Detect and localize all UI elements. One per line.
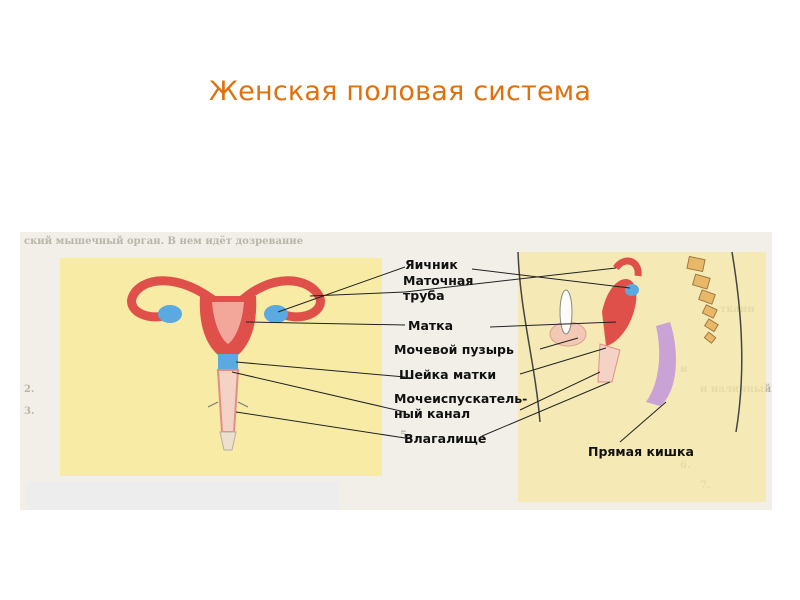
- sagittal-view: [517, 251, 743, 433]
- spine: [686, 255, 719, 344]
- label-urethra-line1: Мочеиспускатель-: [394, 391, 527, 406]
- body-outline-front: [517, 251, 541, 423]
- cervix: [218, 354, 238, 370]
- sagittal-uterus: [602, 279, 637, 346]
- left-ovary: [158, 305, 182, 323]
- label-uterus: Матка: [408, 318, 453, 333]
- left-fallopian-tube: [127, 276, 221, 322]
- anatomy-figure: ский мышечный орган. В нем идёт дозреван…: [20, 232, 772, 510]
- right-ovary: [264, 305, 288, 323]
- leader-lines: [231, 266, 667, 443]
- svg-text:2.: 2.: [24, 384, 34, 395]
- pubic-bone: [559, 289, 573, 335]
- label-rectum: Прямая кишка: [588, 444, 694, 459]
- vagina-lower: [219, 431, 237, 451]
- label-tube-line1: Маточная: [403, 273, 473, 288]
- svg-text:5.: 5.: [400, 430, 410, 441]
- label-tube-line2: труба: [403, 288, 445, 303]
- body-outline-back: [731, 251, 743, 433]
- uterus-cavity: [212, 302, 244, 344]
- anatomy-diagram: ский мышечный орган. В нем идёт дозреван…: [24, 236, 772, 502]
- label-bladder: Мочевой пузырь: [394, 342, 514, 357]
- sagittal-vagina: [597, 343, 621, 383]
- svg-text:3.: 3.: [24, 406, 34, 417]
- sagittal-ovary: [625, 284, 639, 296]
- svg-text:ский мышечный орган. В нем идё: ский мышечный орган. В нем идёт дозреван…: [24, 236, 303, 247]
- label-ovary: Яичник: [405, 257, 458, 272]
- label-cervix: Шейка матки: [399, 367, 496, 382]
- vagina-canal: [216, 369, 240, 433]
- sagittal-ovary-tube: [613, 257, 642, 277]
- rectum: [646, 322, 676, 406]
- label-vagina: Влагалище: [404, 431, 486, 446]
- label-urethra-line2: ный канал: [394, 406, 470, 421]
- gray-bar: [27, 482, 339, 510]
- svg-text:4.: 4.: [400, 410, 410, 421]
- frontal-view: [127, 276, 325, 451]
- slide-title: Женская половая система: [208, 76, 592, 107]
- right-panel-highlight: [518, 252, 766, 502]
